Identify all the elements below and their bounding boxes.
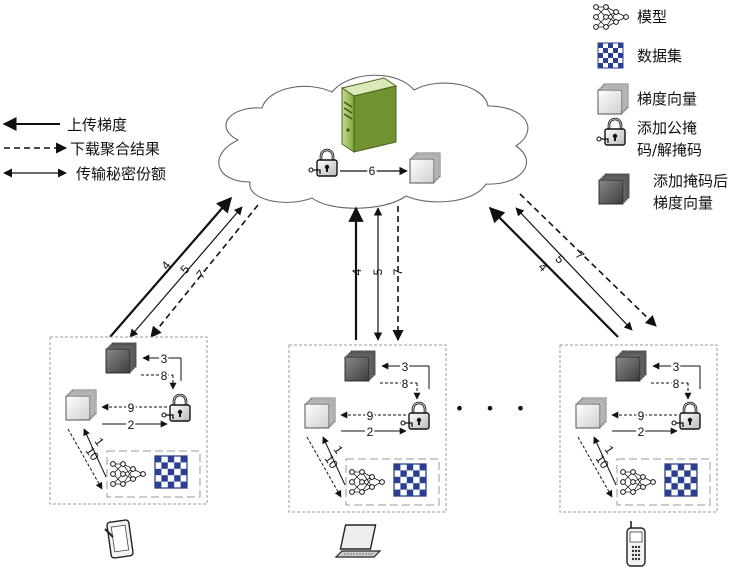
client1-step-2: 2 [128, 418, 135, 432]
uplink-middle-label-7: 7 [391, 268, 405, 275]
arrow-legend: 上传梯度 下载聚合结果 传输秘密份额 [2, 116, 166, 183]
uplink-middle-label-5: 5 [371, 268, 385, 275]
neural-network-icon [593, 4, 629, 30]
client3-step-3: 3 [673, 360, 680, 374]
legend-masked-label-line2: 梯度向量 [653, 194, 713, 212]
more-clients-ellipsis: • • • [455, 399, 533, 418]
legend-masked-label-line1: 添加掩码后 [653, 172, 728, 190]
dataset-grid-icon [597, 42, 624, 69]
client2-step-3: 3 [402, 360, 409, 374]
uplink-right: 4 5 7 [488, 193, 657, 338]
phone-icon [626, 521, 646, 567]
server-masked-gradient-icon [409, 152, 441, 184]
legend-upload-label: 上传梯度 [67, 116, 127, 134]
uplink-middle-label-4: 4 [350, 268, 364, 275]
client2-step-9: 9 [367, 409, 374, 423]
gradient-cube-icon [597, 83, 629, 115]
legend-dataset-label: 数据集 [637, 47, 682, 65]
legend-mask-label-line1: 添加公掩 [637, 119, 697, 137]
legend-gradient-label: 梯度向量 [637, 90, 697, 108]
client1-step-3: 3 [161, 352, 168, 366]
client-panel-2: 3 8 9 2 1 10 [288, 344, 447, 513]
server-icon [340, 77, 398, 153]
client3-step-8: 8 [673, 377, 680, 391]
client3-step-9: 9 [638, 409, 645, 423]
client-panel-1: 3 8 9 2 1 10 [49, 336, 208, 505]
legend-share-label: 传输秘密份额 [76, 165, 166, 183]
uplink-middle: 4 5 7 [348, 206, 405, 342]
legend-mask-label-line2: 码/解掩码 [637, 141, 702, 159]
client2-step-2: 2 [367, 425, 374, 439]
client-panel-3: 3 8 9 2 1 10 [559, 344, 718, 513]
laptop-icon [334, 524, 382, 558]
client3-step-2: 2 [638, 425, 645, 439]
tablet-icon [104, 519, 134, 559]
server-step-label: 6 [369, 164, 376, 178]
masked-gradient-icon [598, 173, 630, 205]
uplink-right-label-7: 7 [573, 248, 588, 263]
padlock-icon [595, 117, 627, 147]
legend-download-label: 下载聚合结果 [70, 140, 160, 158]
uplink-left: 4 5 7 [109, 196, 259, 338]
uplink-left-label-5: 5 [177, 262, 192, 276]
client1-step-8: 8 [161, 369, 168, 383]
client2-step-8: 8 [402, 377, 409, 391]
client1-step-9: 9 [128, 401, 135, 415]
icon-legend: 模型 数据集 梯度向量 添加公掩 码/解掩码 添加掩码后 梯度向量 [593, 4, 728, 212]
legend-model-label: 模型 [637, 8, 667, 26]
